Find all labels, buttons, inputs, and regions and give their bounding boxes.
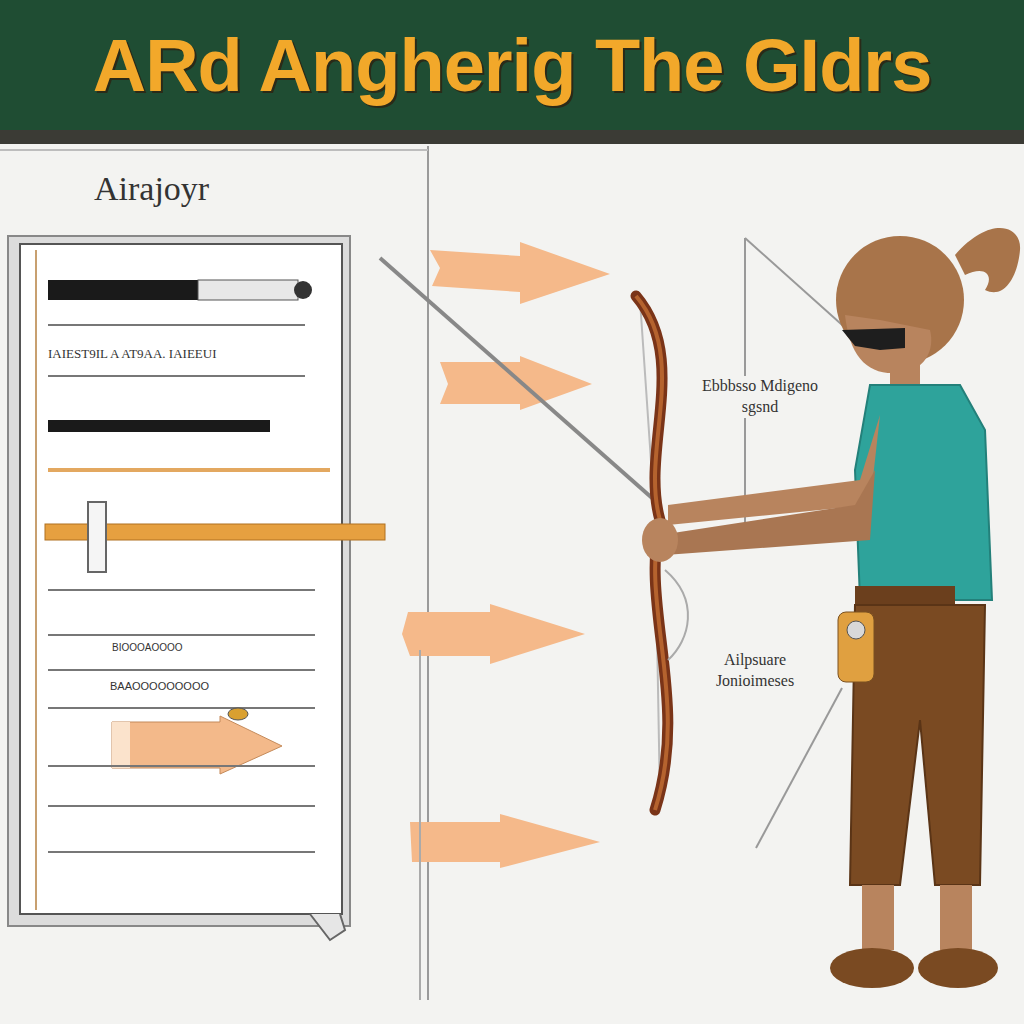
guide-line: [419, 650, 421, 1000]
document-heading: Airajoyr: [94, 170, 209, 208]
header-bar: [0, 0, 1024, 130]
title: ARd Angherig The GIdrs: [93, 23, 932, 108]
page-curl: [310, 914, 345, 940]
ponytail: [955, 228, 1020, 292]
pen-body: [198, 280, 298, 300]
header-stripe: [0, 130, 1024, 144]
figure-label: Ebbbsso Mdigeno sgsnd: [690, 376, 830, 418]
shirt: [855, 385, 992, 600]
page-margin: [35, 250, 37, 910]
ankle: [940, 885, 972, 950]
arrow-tail: [112, 722, 130, 768]
rule-line: [48, 805, 315, 807]
guide-line: [756, 688, 842, 848]
figure-label: Ailpsuare Jonioimeses: [685, 650, 825, 692]
pouch-ring: [847, 621, 865, 639]
peach-arrow: [410, 814, 600, 868]
arm: [660, 470, 875, 555]
rule-line: [48, 765, 315, 767]
guide-line: [745, 238, 850, 332]
shoe: [830, 948, 914, 988]
hand: [642, 518, 678, 562]
orange-rule: [48, 468, 330, 472]
rule-line: [48, 634, 315, 636]
title-bar: ARd Angherig The GIdrs: [0, 0, 1024, 130]
shoe: [918, 948, 998, 988]
panel-ground: [0, 144, 1024, 1024]
black-bar: [48, 280, 198, 300]
document-page: AirajoyrIAIEST9IL A AT9AA. IAIEEUI BIOOOA…: [12, 160, 352, 920]
tool-pouch: [838, 612, 874, 682]
black-bar: [48, 420, 270, 432]
document-text: BAAOOOOOOOOO: [110, 680, 209, 692]
document-text: IAIEST9IL A AT9AA. IAIEEUI: [48, 346, 217, 362]
slider-handle: [88, 502, 106, 572]
rule-line: [48, 589, 315, 591]
document-text: BIOOOAOOOO: [112, 642, 183, 653]
ankle: [862, 885, 894, 950]
panel-edge: [0, 149, 428, 151]
document-back: [8, 236, 350, 926]
rule-line: [48, 851, 315, 853]
peach-arrow: [430, 242, 610, 304]
divider: [427, 146, 429, 1000]
rule-line: [48, 375, 305, 377]
rule-line: [48, 669, 315, 671]
small-token: [228, 708, 248, 720]
sunglasses: [842, 328, 905, 350]
hair: [836, 236, 964, 364]
bow-cord: [665, 570, 688, 660]
rule-line: [48, 324, 305, 326]
rule-line: [48, 707, 315, 709]
document-page: [20, 244, 342, 914]
pen-cap: [294, 281, 312, 299]
peach-arrow: [402, 604, 585, 664]
peach-arrow: [440, 356, 592, 410]
arrow-shaft: [380, 258, 660, 505]
